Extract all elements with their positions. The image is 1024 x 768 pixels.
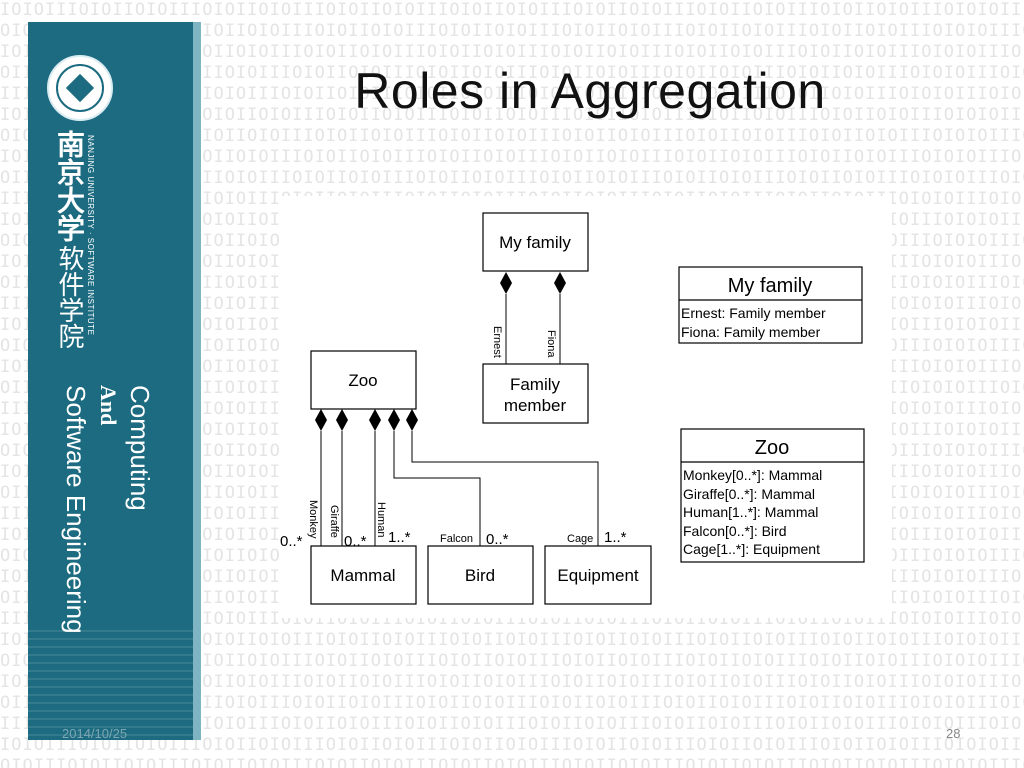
class-family-member-label-2: member	[504, 396, 567, 415]
mult-falcon: 0..*	[486, 531, 509, 548]
zoo-attr-5: Cage[1..*]: Equipment	[683, 541, 820, 557]
role-fiona: Fiona	[545, 330, 557, 358]
class-zoo-label: Zoo	[348, 371, 377, 390]
slide-title: Roles in Aggregation	[354, 63, 826, 119]
class-zoo	[310, 350, 417, 410]
zoo-attr-box	[680, 428, 865, 563]
mult-cage: 1..*	[604, 529, 627, 546]
slide-page-number: 28	[946, 726, 961, 741]
class-mammal	[310, 545, 417, 605]
slide-date: 2014/10/25	[62, 726, 128, 741]
sidebar-stripes	[28, 630, 193, 740]
class-family-member-label-1: Family	[510, 375, 561, 394]
zoo-attr-2: Giraffe[0..*]: Mammal	[683, 486, 815, 502]
role-ernest: Ernest	[491, 326, 503, 358]
my-family-attr-2: Fiona: Family member	[681, 324, 821, 340]
university-name-en: NANJING UNIVERSITY · SOFTWARE INSTITUTE	[86, 135, 95, 336]
sidebar-edge	[193, 22, 201, 740]
university-logo-icon	[47, 55, 113, 121]
role-human: Human	[375, 502, 387, 537]
zoo-attr-3: Human[1..*]: Mammal	[683, 504, 818, 520]
university-name-cn: 南京大学	[53, 130, 86, 242]
department-name: Computing And Software Engineering	[60, 385, 156, 715]
zoo-attr-title: Zoo	[755, 437, 789, 459]
uml-diagram: My family Family member Ernest Fiona Zoo…	[280, 212, 865, 605]
composition-diamond-ernest	[500, 272, 512, 294]
mult-monkey: 0..*	[280, 533, 303, 550]
dept-line-2: And	[96, 385, 121, 426]
diagram-area: My family Family member Ernest Fiona Zoo…	[280, 196, 892, 618]
class-equipment-label: Equipment	[557, 566, 639, 585]
my-family-attr-1: Ernest: Family member	[681, 305, 826, 321]
class-my-family	[482, 212, 589, 272]
class-bird-label: Bird	[465, 566, 495, 585]
composition-diamond-human	[369, 409, 381, 431]
role-cage: Cage	[567, 533, 593, 545]
mult-human: 1..*	[388, 529, 411, 546]
class-mammal-label: Mammal	[330, 566, 395, 585]
dept-line-1: Computing	[125, 385, 155, 511]
composition-diamond-cage	[406, 409, 418, 431]
class-equipment	[544, 545, 652, 605]
role-giraffe: Giraffe	[328, 505, 340, 538]
my-family-attr-title: My family	[728, 275, 812, 297]
zoo-attr-1: Monkey[0..*]: Mammal	[683, 467, 822, 483]
institute-name-cn: 软件学院	[54, 245, 84, 349]
composition-diamond-fiona	[554, 272, 566, 294]
sidebar	[28, 22, 193, 740]
composition-diamond-monkey	[315, 409, 327, 431]
role-monkey: Monkey	[307, 500, 319, 539]
zoo-attr-4: Falcon[0..*]: Bird	[683, 523, 787, 539]
composition-diamond-falcon	[388, 409, 400, 431]
class-my-family-label: My family	[499, 233, 571, 252]
composition-diamond-giraffe	[336, 409, 348, 431]
my-family-attr-box	[678, 266, 863, 344]
dept-line-3: Software Engineering	[61, 385, 91, 634]
class-bird	[427, 545, 534, 605]
class-family-member	[482, 363, 589, 424]
role-falcon: Falcon	[440, 533, 473, 545]
